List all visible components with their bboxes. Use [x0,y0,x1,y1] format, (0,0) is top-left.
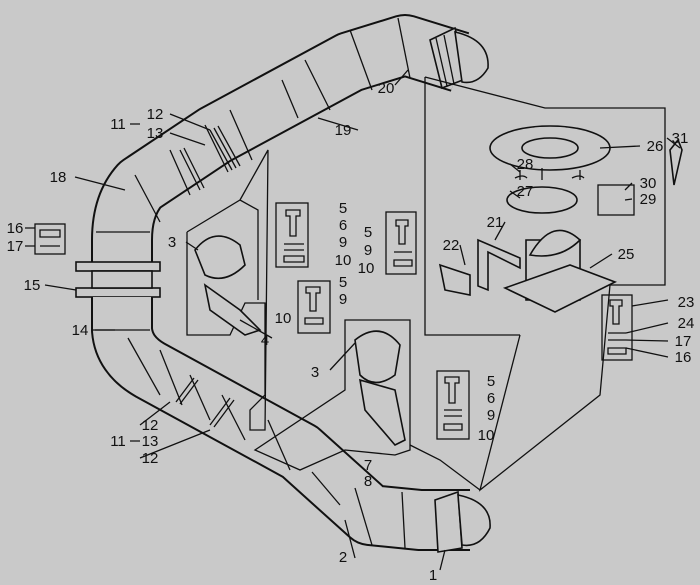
part-label-20: 20 [378,80,395,97]
part-label-13: 13 [142,433,159,450]
part-label-23: 23 [678,294,695,311]
part-label-9: 9 [339,291,347,308]
part-label-13: 13 [147,125,164,142]
part-label-8: 8 [364,473,372,490]
part-label-4: 4 [261,332,269,349]
flange-15 [75,261,161,298]
part-label-1: 1 [429,567,437,584]
part-label-28: 28 [517,156,534,173]
part-label-6: 6 [487,390,495,407]
part-label-10: 10 [358,260,375,277]
part-label-2: 2 [339,549,347,566]
hardware-boxes [34,184,635,440]
part-label-7: 7 [364,457,372,474]
part-label-17: 17 [675,333,692,350]
part-label-14: 14 [72,322,89,339]
mount-assembly [438,125,683,313]
part-label-9: 9 [339,234,347,251]
part-label-11: 11 [110,116,126,133]
part-label-9: 9 [487,407,495,424]
part-label-16: 16 [675,349,692,366]
part-label-12: 12 [147,106,164,123]
part-label-16: 16 [7,220,24,237]
leader-lines [25,69,681,571]
part-label-29: 29 [640,191,657,208]
part-label-25: 25 [618,246,635,263]
part-label-6: 6 [339,217,347,234]
part-label-31: 31 [672,130,689,147]
part-label-3: 3 [311,364,319,381]
part-label-26: 26 [647,138,664,155]
clamps [194,235,406,446]
part-label-12: 12 [142,450,159,467]
part-label-18: 18 [50,169,67,186]
part-label-19: 19 [335,122,352,139]
part-label-22: 22 [443,237,460,254]
part-label-12: 12 [142,417,159,434]
part-label-17: 17 [7,238,24,255]
part-label-9: 9 [364,242,372,259]
part-label-10: 10 [335,252,352,269]
part-label-5: 5 [364,224,372,241]
part-label-30: 30 [640,175,657,192]
part-label-3: 3 [168,234,176,251]
part-label-27: 27 [517,183,534,200]
part-label-10: 10 [478,427,495,444]
lower-pipe [91,297,491,553]
part-label-11: 11 [110,433,126,450]
part-label-24: 24 [678,315,695,332]
assembly-frames [186,76,666,492]
part-label-15: 15 [24,277,41,294]
part-label-10: 10 [275,310,292,327]
part-label-21: 21 [487,214,504,231]
part-label-5: 5 [487,373,495,390]
part-label-5: 5 [339,274,347,291]
upper-pipe [91,14,489,271]
part-label-5: 5 [339,200,347,217]
